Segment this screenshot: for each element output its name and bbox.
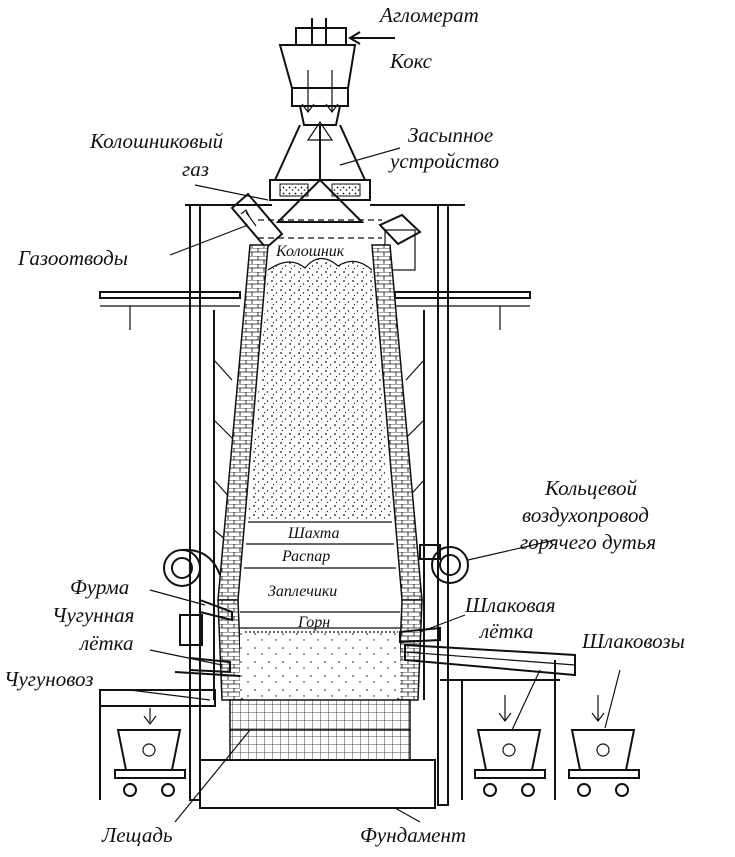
zone-boundaries [240, 521, 400, 629]
label-chugunovoz: Чугуновоз [4, 667, 93, 691]
label-shlakovozy: Шлаковозы [581, 629, 685, 653]
slag-car-1 [474, 695, 546, 797]
slag-car-2 [568, 695, 640, 797]
iron-ladle-car [114, 708, 186, 797]
leader-lines [129, 31, 621, 823]
label-furma: Фурма [70, 575, 129, 599]
label-zaplechiki: Заплечики [268, 583, 337, 600]
label-shlakovaya-1: Шлаковая [464, 593, 556, 617]
tuyere [179, 598, 233, 646]
label-zasypnoe-2: устройство [388, 149, 499, 173]
iron-runner [99, 689, 216, 800]
gas-offtakes [230, 192, 422, 250]
label-koloshnikovy-gaz-2: газ [182, 157, 209, 181]
label-zasypnoe-1: Засыпное [408, 123, 493, 147]
label-chugunnaya-1: Чугунная [52, 603, 134, 627]
hearth-bottom [229, 699, 411, 761]
iron-notch [174, 656, 241, 677]
label-koloshnik: Колошник [275, 243, 345, 260]
label-shlakovaya-2: лётка [479, 619, 533, 643]
label-gorn: Горн [297, 614, 330, 631]
burden-charge [240, 257, 400, 698]
charging-hopper [278, 18, 357, 180]
slag-runner [404, 643, 576, 800]
bustle-pipe [163, 544, 469, 587]
label-koks: Кокс [389, 49, 433, 73]
label-koltsevoy-2: воздухопровод [522, 503, 649, 527]
label-koltsevoy-3: горячего дутья [520, 530, 656, 554]
label-chugunnaya-2: лётка [79, 631, 133, 655]
label-koltsevoy-1: Кольцевой [544, 476, 638, 500]
label-gazootvody: Газоотводы [17, 246, 128, 270]
foundation [199, 759, 436, 809]
label-raspar: Распар [281, 548, 330, 565]
label-fundament: Фундамент [360, 823, 466, 847]
label-leshchad: Лещадь [101, 823, 173, 847]
label-shakhta: Шахта [287, 525, 340, 542]
label-aglomerat: Агломерат [378, 3, 479, 27]
label-koloshnikovy-gaz-1: Колошниковый [89, 129, 224, 153]
